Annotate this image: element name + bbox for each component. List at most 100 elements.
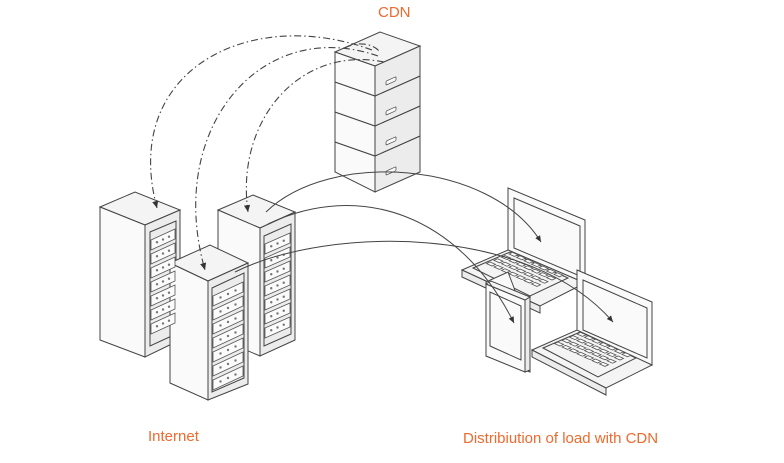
rack-led [161,266,165,269]
keyboard-key [583,355,595,361]
rack-led [167,249,171,252]
rack-led [167,319,171,322]
keyboard-key [591,345,602,351]
keyboard-key [538,278,549,284]
rack-led [167,277,171,280]
keyboard-key [545,275,557,281]
rack-led [226,376,230,380]
rack-led [270,329,273,332]
rack-led [155,269,159,272]
rack-led [276,298,279,301]
rack-led [167,263,171,266]
keyboard-key [568,341,580,347]
rack-led [270,259,273,262]
rack-led [270,287,273,290]
rack-led [155,325,159,328]
rack-led [219,366,222,369]
keyboard-key [606,352,617,358]
keyboard-key [621,352,632,358]
keyboard-key [515,275,527,281]
keyboard-key [523,278,534,284]
rack-led [226,292,230,296]
rack-led [226,334,230,338]
keyboard-key [613,348,625,354]
rack-led [155,311,159,314]
cdn-to-internet-links [150,35,385,271]
keyboard-key [530,268,542,274]
rack-led [234,289,237,292]
rack-led [282,267,285,270]
distribution-links [234,171,614,324]
rack-led [234,359,237,362]
keyboard-key [583,335,595,341]
rack-led [219,324,222,327]
rack-led [161,294,165,297]
rack-led [219,338,222,341]
rack-led [276,326,279,329]
keyboard-key [561,338,572,344]
rack-led [282,323,285,326]
rack-led [155,297,159,300]
rack-led [270,315,273,318]
keyboard-key [598,361,610,367]
rack-led [282,281,285,284]
keyboard-key [598,355,610,361]
keyboard-key [598,348,610,354]
keyboard-key [576,351,587,357]
keyboard-key [515,268,527,274]
rack-led [219,380,222,383]
rack-slots [150,228,291,391]
keyboard-key [606,345,617,351]
rack-led [276,312,279,315]
internet-label: Internet [148,428,199,445]
rack-led [161,238,165,241]
keyboard-key [538,265,549,271]
rack-led [226,348,230,352]
keyboard-key [523,258,534,264]
keyboard-key [500,261,512,267]
rack-led [161,252,165,255]
keyboard-key [591,338,602,344]
rack-led [234,317,237,320]
rack-led [282,295,285,298]
keyboard-key [515,261,527,267]
keyboard-key [493,264,504,270]
keyboard-key [568,335,580,341]
rack-led [270,273,273,276]
rack-led [161,308,165,311]
rack-led [226,362,230,366]
keyboard-key [508,271,519,277]
rack-led [276,284,279,287]
rack-led [155,283,159,286]
keyboard-key [576,338,587,344]
keyboard-key [530,281,542,287]
rack-led [219,310,222,313]
keyboard-key [568,348,580,354]
phone [484,271,532,373]
keyboard-key [583,348,595,354]
rack-led [219,352,222,355]
keyboard-key [591,351,602,357]
rack-led [234,331,237,334]
keyboard-key [530,275,542,281]
keyboard-key [508,265,519,271]
keyboard-key [598,342,610,348]
keyboard-key [530,262,542,268]
rack-led [167,305,171,308]
rack-led [276,242,279,245]
keyboard-key [515,255,527,261]
rack-led [282,309,285,312]
keyboard-key [523,265,534,271]
rack-led [282,239,285,242]
keyboard-key [576,345,587,351]
keyboard-key [545,268,557,274]
rack-led [234,373,237,376]
rack-led [219,296,222,299]
rack-led [155,255,159,258]
rack-led [226,320,230,324]
keyboard-key [553,341,565,347]
keyboard-key [561,344,572,350]
distribution-label: Distribiution of load with CDN [463,430,659,447]
keyboard-key [485,261,497,267]
rack-led [276,256,279,259]
